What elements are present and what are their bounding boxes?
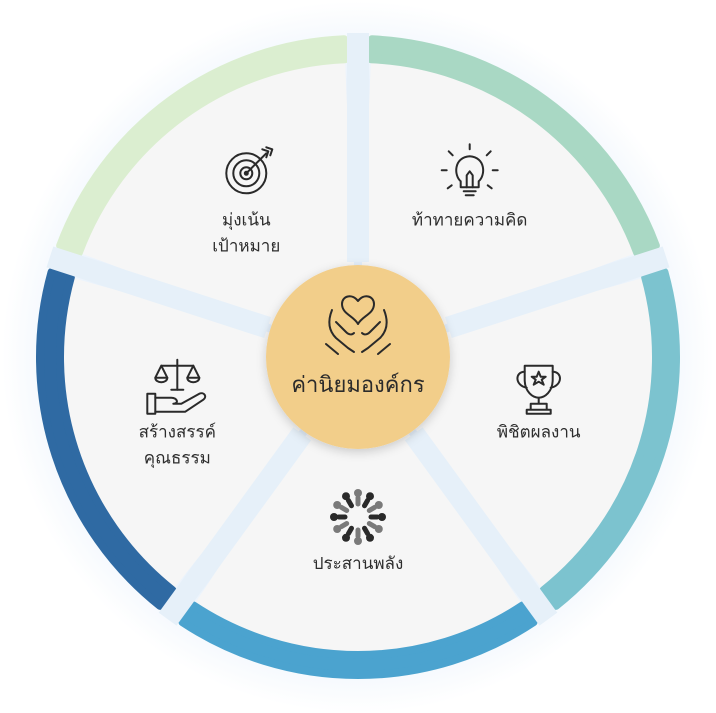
segment-divider xyxy=(158,427,312,626)
segment-ideas: ท้าทายความคิด xyxy=(358,35,660,358)
people-circle-icon xyxy=(330,489,386,545)
segment-label: ท้าทายความคิด xyxy=(412,210,528,230)
segment-label: คุณธรรม xyxy=(144,449,211,469)
segment-panel xyxy=(192,357,524,658)
center-label: ค่านิยมองค์กร xyxy=(291,373,424,398)
segment-ring xyxy=(178,601,538,679)
center-circle xyxy=(266,265,450,449)
segment-ring xyxy=(366,35,660,257)
segment-ring xyxy=(36,268,177,610)
segment-label: พิชิตผลงาน xyxy=(497,423,581,443)
segment-ring xyxy=(539,268,680,610)
segment-label: ประสานพลัง xyxy=(313,554,404,574)
segment-label: มุ่งเน้น xyxy=(222,210,271,230)
lightbulb-icon xyxy=(440,143,499,197)
segment-panel xyxy=(358,57,640,358)
heart-in-hands-icon xyxy=(325,295,391,355)
target-arrow-icon xyxy=(225,146,274,195)
segment-divider xyxy=(445,246,670,339)
segment-label: สร้างสรรค์ xyxy=(139,423,216,443)
segment-label: เป้าหมาย xyxy=(212,236,280,256)
segment-ring xyxy=(56,35,350,257)
center-hub: ค่านิยมองค์กร xyxy=(266,265,450,449)
segment-divider xyxy=(404,427,558,626)
trophy-icon xyxy=(516,364,561,415)
scales-hand-icon xyxy=(146,358,207,415)
segment-synergy: ประสานพลัง xyxy=(178,357,538,679)
segment-target: มุ่งเน้นเป้าหมาย xyxy=(56,35,358,358)
segment-panel xyxy=(76,57,358,358)
segment-divider xyxy=(46,246,271,339)
